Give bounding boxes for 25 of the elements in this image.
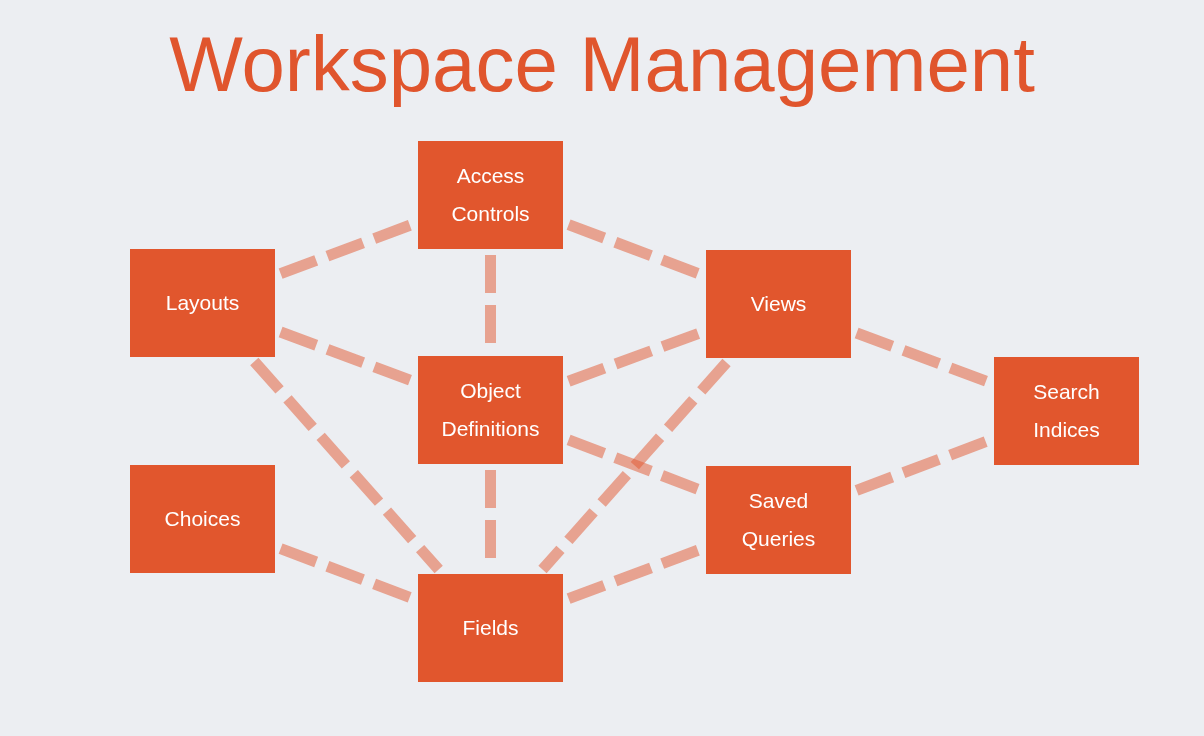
node-label: Object Definitions <box>440 378 541 442</box>
node-label: Layouts <box>165 290 240 316</box>
node-label: Access Controls <box>450 163 531 227</box>
node-label: Fields <box>462 615 519 641</box>
process-box <box>418 574 563 682</box>
process-box <box>994 357 1139 465</box>
process-box <box>706 250 851 358</box>
node-label: Search Indices <box>1032 379 1101 443</box>
title: Workspace Management <box>169 19 1035 110</box>
dashed-connector <box>538 358 731 574</box>
process-box <box>130 249 275 357</box>
dashed-connector <box>250 357 443 574</box>
node-label: Choices <box>164 506 241 532</box>
dashed-connector <box>854 435 991 496</box>
dashed-connector <box>278 326 415 387</box>
dashed-connector <box>566 219 703 280</box>
process-box <box>130 465 275 573</box>
process-box <box>418 356 563 464</box>
process-box <box>706 466 851 574</box>
node-label: Views <box>750 291 807 317</box>
process-box <box>418 141 563 249</box>
dashed-connector <box>854 327 991 388</box>
dashed-connector <box>566 327 703 387</box>
node-label: Saved Queries <box>740 488 817 552</box>
dashed-connector <box>278 543 415 604</box>
